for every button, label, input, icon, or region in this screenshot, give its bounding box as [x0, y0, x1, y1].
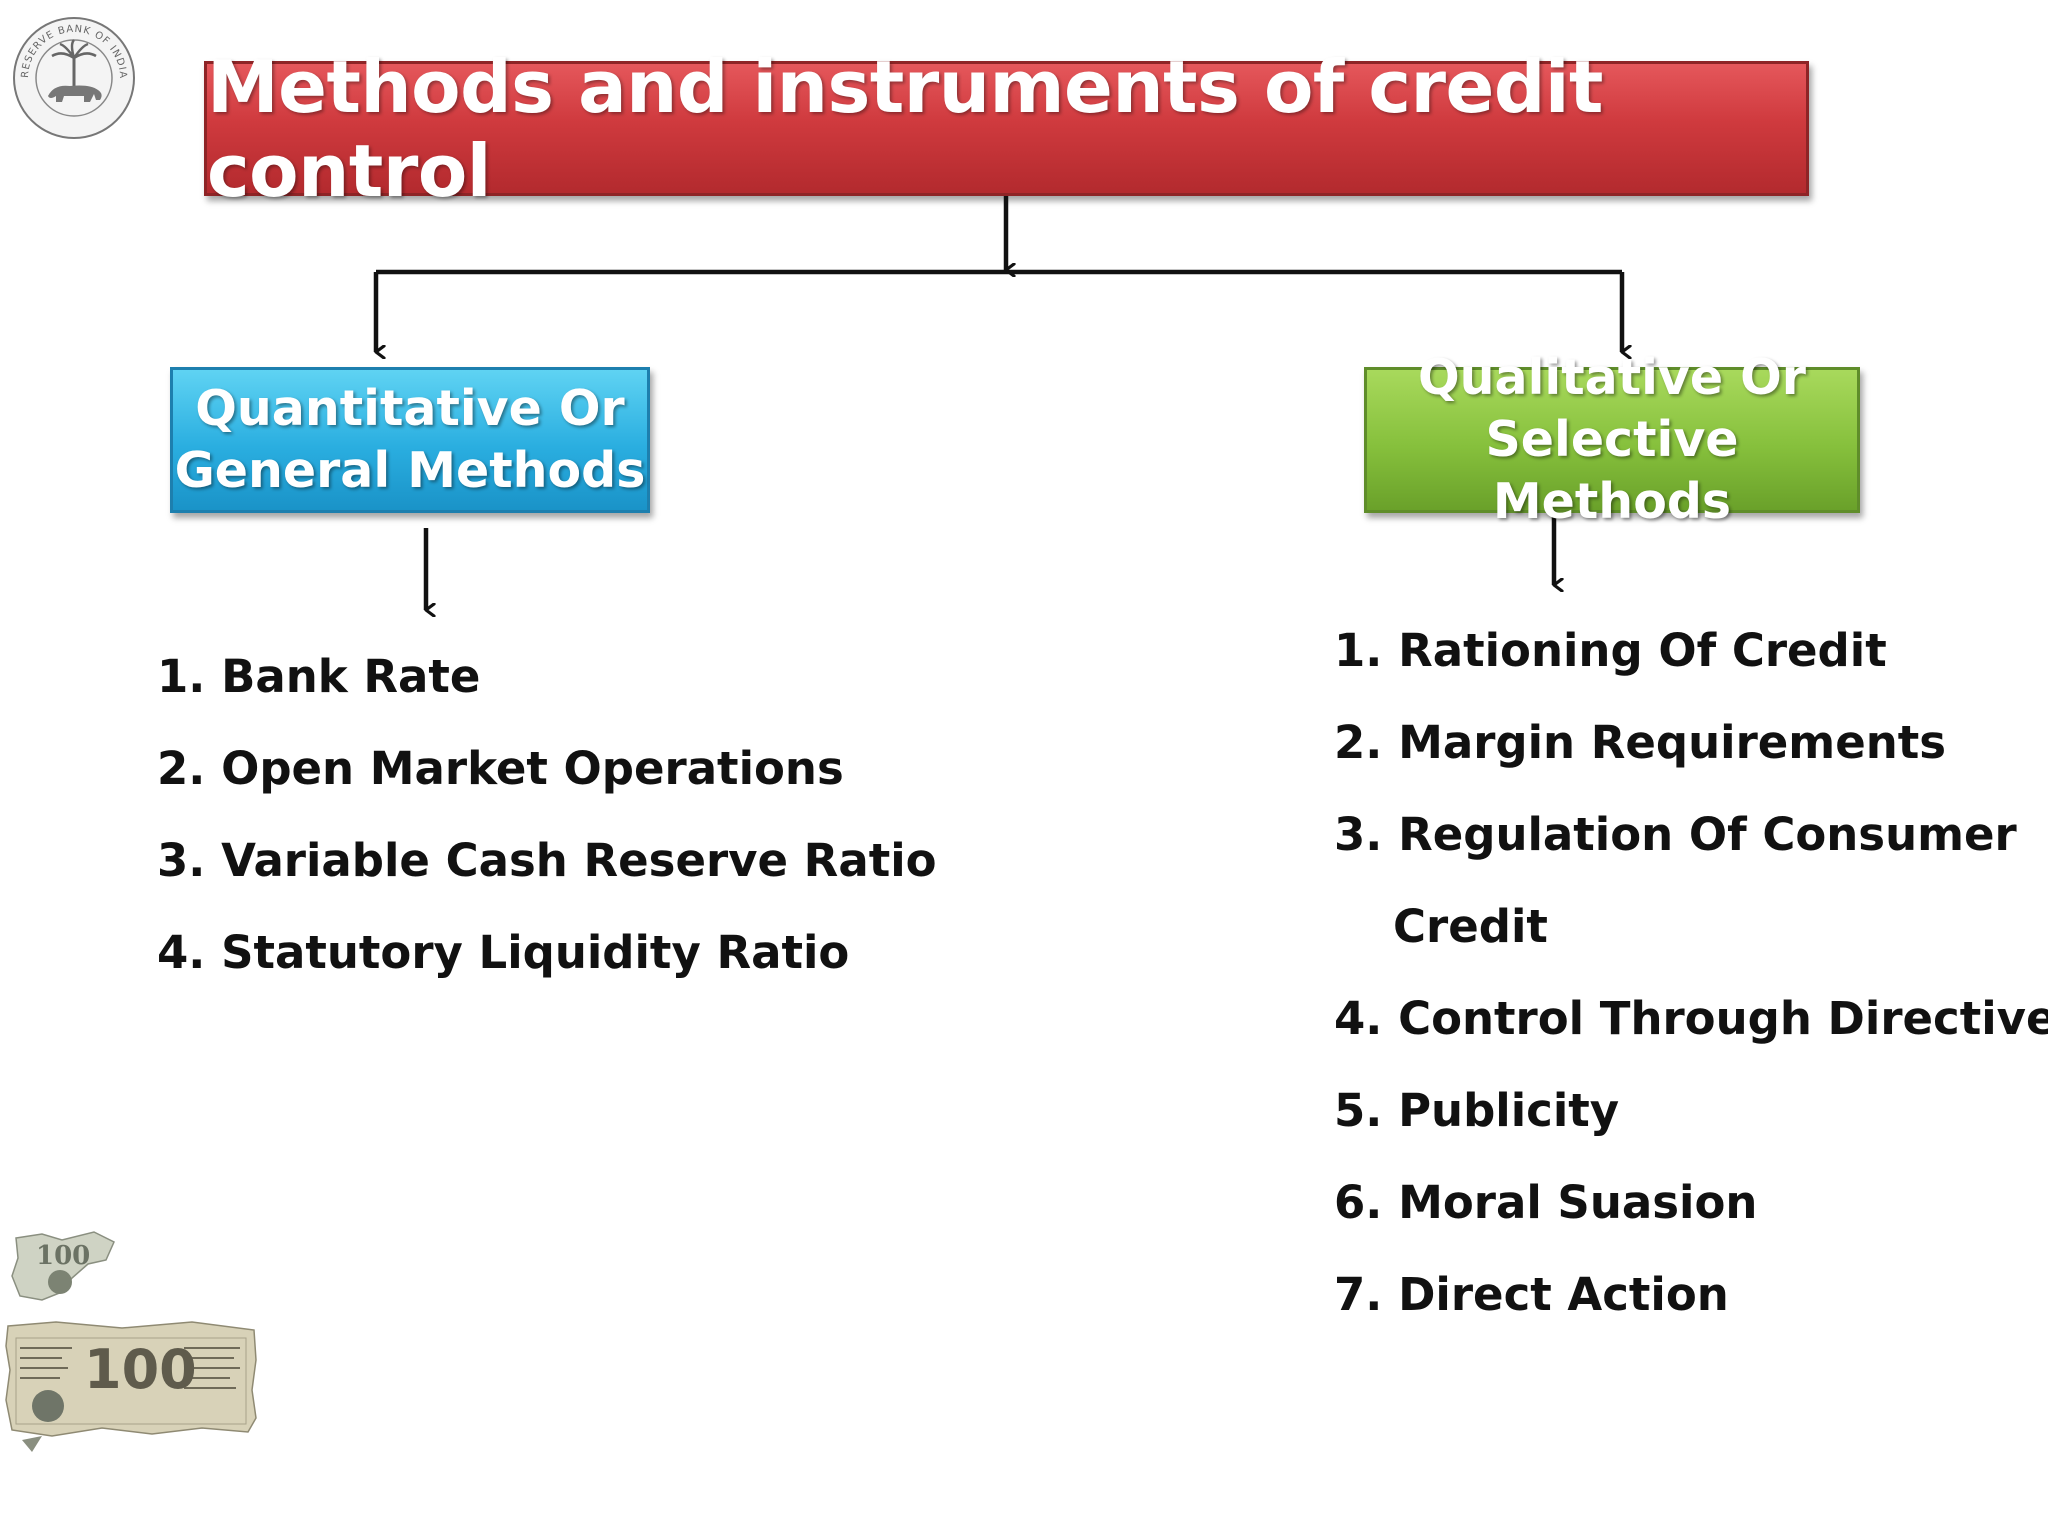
banknote-top-denomination: 100 — [36, 1241, 90, 1271]
quantitative-list-item: 4. Statutory Liquidity Ratio — [157, 926, 850, 979]
qualitative-list-item: 4. Control Through Directives — [1334, 992, 2048, 1045]
quantitative-list-item: 3. Variable Cash Reserve Ratio — [157, 834, 937, 887]
quantitative-heading-line1: Quantitative Or — [195, 380, 625, 437]
qualitative-list-item: 7. Direct Action — [1334, 1268, 1729, 1321]
quantitative-heading-line2: General Methods — [174, 442, 646, 499]
quantitative-heading: Quantitative Or General Methods — [175, 378, 646, 502]
page-title: Methods and instruments of credit contro… — [207, 44, 1603, 213]
qualitative-list-item: 3. Regulation Of Consumer — [1334, 808, 2017, 861]
quantitative-list-item: 2. Open Market Operations — [157, 742, 844, 795]
qualitative-list-item: 5. Publicity — [1334, 1084, 1620, 1137]
qualitative-list-item: 6. Moral Suasion — [1334, 1176, 1758, 1229]
quantitative-list-item: 1. Bank Rate — [157, 650, 481, 703]
qualitative-heading-line1: Qualitative Or — [1418, 349, 1806, 406]
qualitative-list-item: 2. Margin Requirements — [1334, 716, 1947, 769]
qualitative-heading: Qualitative Or Selective Methods — [1367, 347, 1857, 533]
quantitative-methods-box: Quantitative Or General Methods — [170, 367, 650, 513]
banknote-icon: 100 100 — [5, 1231, 257, 1452]
qualitative-heading-line2: Selective Methods — [1485, 411, 1739, 530]
rbi-seal-icon: RESERVE BANK OF INDIA — [13, 17, 135, 139]
title-box: Methods and instruments of credit contro… — [204, 45, 1809, 213]
banknote-center-denomination: 100 — [84, 1338, 197, 1401]
qualitative-list-item: 1. Rationing Of Credit — [1334, 624, 1887, 677]
qualitative-methods-box: Qualitative Or Selective Methods — [1364, 349, 1860, 530]
qualitative-list-item-continuation: Credit — [1393, 900, 1548, 953]
